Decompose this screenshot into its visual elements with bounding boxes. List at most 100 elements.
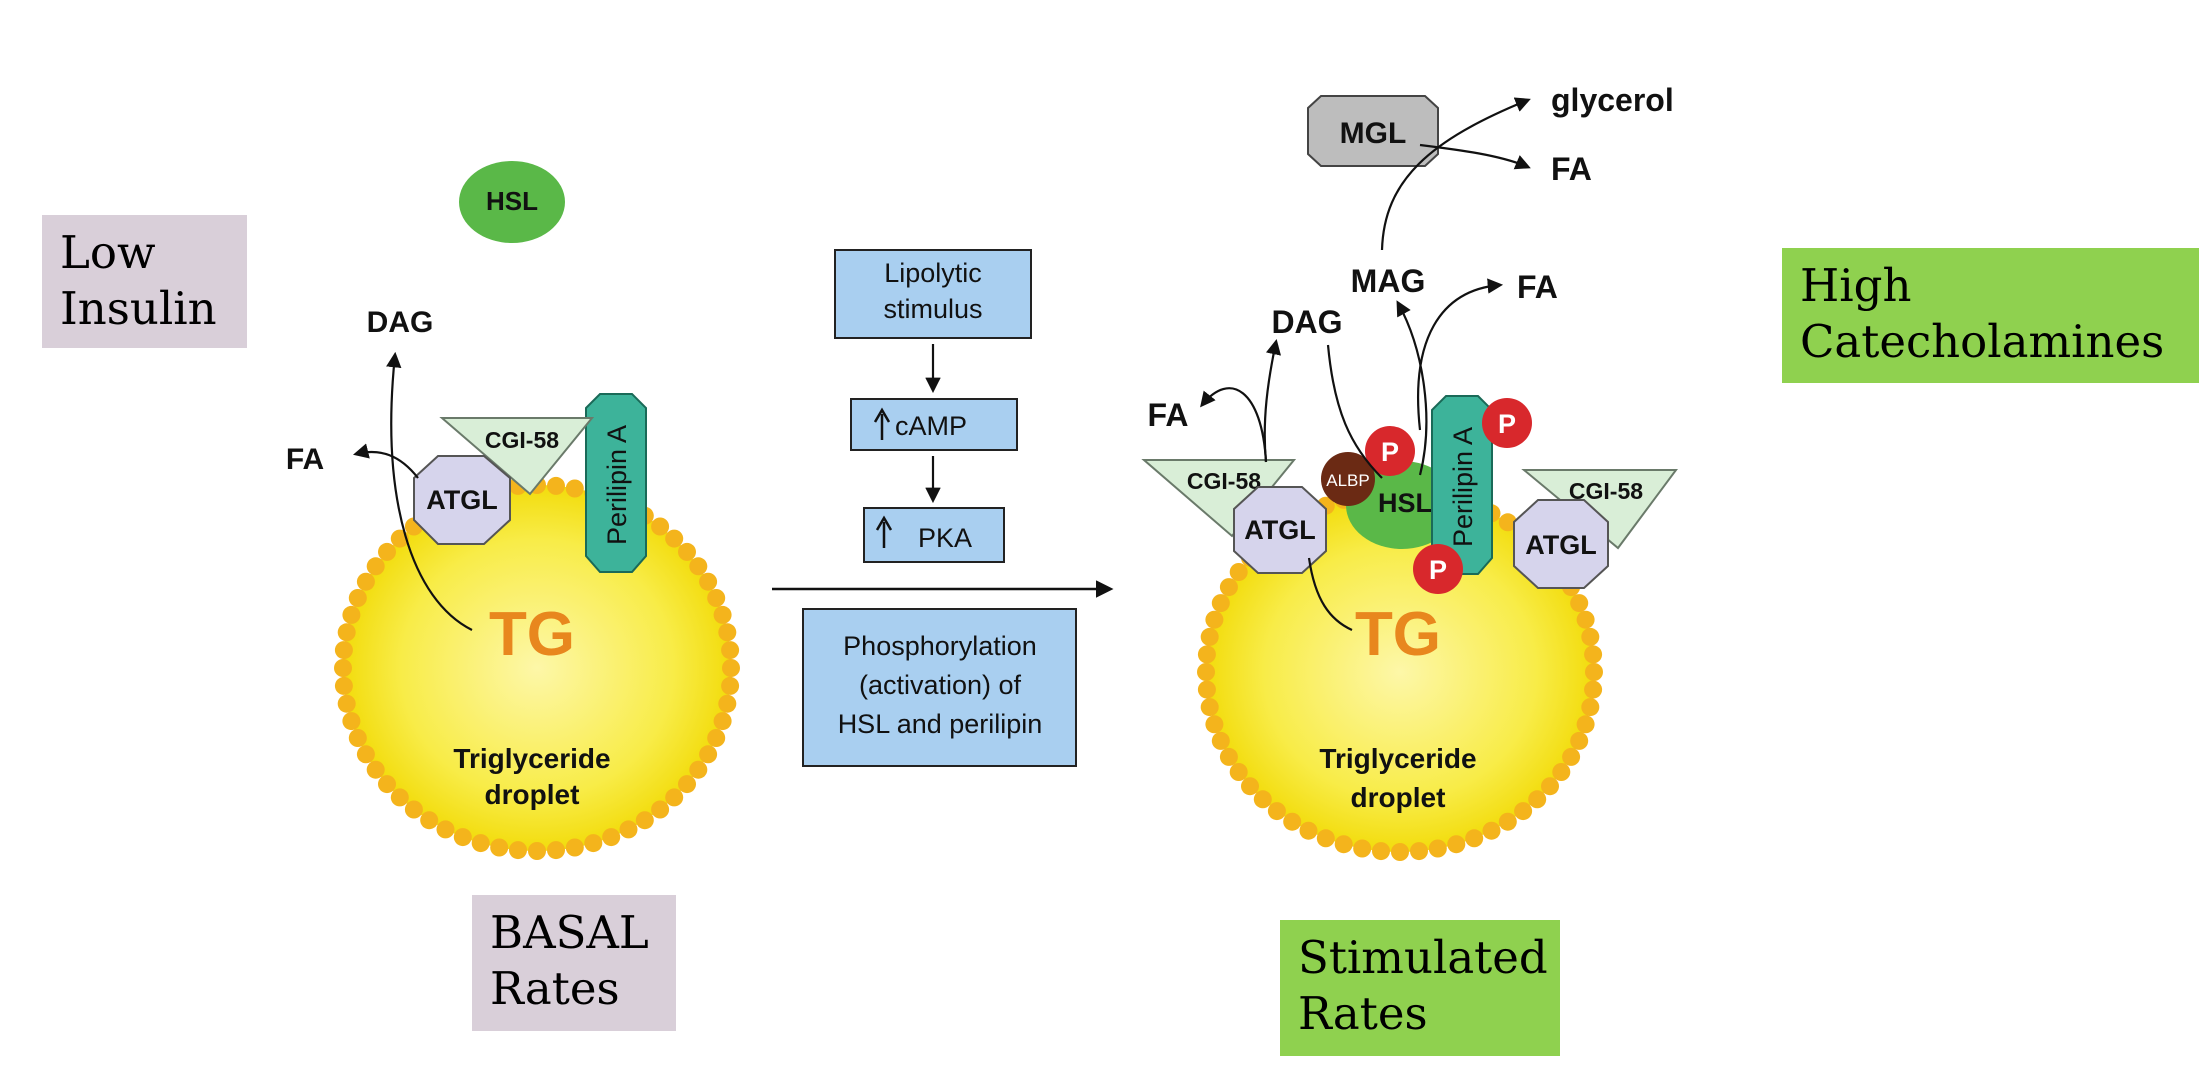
pathway-phospho-label-2: (activation) of <box>859 670 1022 700</box>
stim-phospholipid-bead <box>1498 513 1517 532</box>
low-insulin-label: Low Insulin <box>42 215 247 348</box>
pathway-box-pka <box>863 507 1005 563</box>
basal-phospholipid-bead <box>678 542 696 561</box>
basal-rates-label: BASAL Rates <box>472 895 676 1031</box>
basal-phospholipid-bead <box>584 834 603 853</box>
basal-phospholipid-bead <box>390 788 409 807</box>
pathway-phospho-label-1: Phosphorylation <box>843 631 1037 661</box>
stim-phospholipid-bead <box>1253 790 1272 809</box>
basal-phospholipid-bead <box>378 542 396 561</box>
basal-phospholipid-bead <box>699 572 718 591</box>
stim-phospholipid-bead <box>1428 839 1447 858</box>
stim-perilipin-label: Perilipin A <box>1448 427 1478 547</box>
stim-phospho-perilipin-bottom-label: P <box>1429 555 1447 585</box>
stim-phospho-hsl-label: P <box>1381 437 1399 467</box>
stim-phospholipid-bead <box>1581 627 1600 646</box>
pathway-phospho-label-3: HSL and perilipin <box>838 709 1043 739</box>
stim-phospholipid-bead <box>1576 610 1595 629</box>
basal-phospholipid-bead <box>678 775 696 794</box>
pathway-box-phosphorylation <box>802 608 1077 767</box>
stim-phospholipid-bead <box>1570 594 1589 613</box>
stim-cgi58-left-label: CGI-58 <box>1187 468 1261 494</box>
basal-phospholipid-bead <box>547 841 565 860</box>
stim-phospholipid-bead <box>1528 790 1547 809</box>
stim-fa-mag-label: FA <box>1517 269 1558 305</box>
basal-phospholipid-bead <box>509 841 527 860</box>
stim-fa-left-label: FA <box>1148 397 1189 433</box>
basal-cgi58: CGI-58 <box>439 417 595 496</box>
stim-atgl-right: ATGL <box>1513 499 1609 589</box>
basal-phospholipid-bead <box>721 641 740 660</box>
stim-phospholipid-bead <box>1372 842 1390 861</box>
stim-phospholipid-bead <box>1200 698 1219 717</box>
basal-phospholipid-bead <box>619 820 638 839</box>
pathway-stimulus-label-1: Lipolytic <box>884 258 982 288</box>
up-arrow-icon <box>875 515 893 548</box>
stim-phospholipid-bead <box>1482 821 1501 840</box>
pathway-pka-label: PKA <box>918 523 972 553</box>
stim-hsl-label: HSL <box>1378 488 1432 518</box>
basal-phospholipid-bead <box>366 760 385 779</box>
basal-perilipin: Perilipin A <box>585 393 647 573</box>
stim-phospholipid-bead <box>1334 835 1353 854</box>
stim-atgl-dag-arrow <box>1263 338 1281 463</box>
stim-perilipin: Perilipin A <box>1431 395 1493 575</box>
basal-phospholipid-bead <box>334 676 353 695</box>
stim-mgl-label: MGL <box>1340 117 1407 150</box>
basal-cgi58-label: CGI-58 <box>485 427 559 453</box>
stim-phospholipid-bead <box>1541 777 1559 796</box>
basal-perilipin-label: Perilipin A <box>602 425 632 545</box>
basal-phospholipid-bead <box>707 729 726 747</box>
basal-phospholipid-bead <box>356 572 375 591</box>
stim-phospholipid-bead <box>1229 563 1248 581</box>
basal-phospholipid-bead <box>665 529 684 548</box>
basal-phospholipid-bead <box>337 623 356 642</box>
stim-atgl-right-label: ATGL <box>1525 530 1596 560</box>
basal-phospholipid-bead <box>651 517 670 536</box>
stim-phospholipid-bead <box>1219 747 1238 766</box>
basal-phospholipid-bead <box>713 712 732 731</box>
stim-mgl-fa-arrow <box>1419 143 1531 170</box>
basal-phospholipid-bead <box>356 745 375 764</box>
basal-phospholipid-bead <box>348 729 367 747</box>
basal-droplet-body <box>343 485 731 851</box>
basal-phospholipid-bead <box>565 479 584 498</box>
stim-phospholipid-bead <box>1584 645 1603 664</box>
stim-atgl-left: ATGL <box>1233 486 1327 574</box>
stim-atgl-left-label: ATGL <box>1244 515 1315 545</box>
basal-phospholipid-bead <box>707 589 726 607</box>
basal-phospholipid-bead <box>453 828 472 847</box>
stim-mag-mgl-arrow <box>1380 97 1531 251</box>
pathway-camp-label: cAMP <box>895 411 967 441</box>
stim-phospholipid-bead <box>1585 663 1603 681</box>
stim-phospholipid-bead <box>1353 839 1372 858</box>
stimulated-panel: HSL TG Triglyceride droplet Perilipin A … <box>1141 82 1678 861</box>
stim-phospholipid-bead <box>1562 747 1581 766</box>
basal-phospholipid-bead <box>436 820 455 839</box>
stim-phospholipid-bead <box>1229 763 1248 781</box>
stim-phospholipid-bead <box>1410 842 1428 861</box>
stim-fa-left-arrow <box>1200 387 1268 463</box>
basal-phospholipid-bead <box>699 745 718 764</box>
basal-phospholipid-bead <box>420 811 439 830</box>
basal-phospholipid-bead <box>722 659 740 677</box>
stim-dag-label: DAG <box>1271 304 1342 340</box>
basal-phospholipid-bead <box>334 659 352 677</box>
stim-albp-label: ALBP <box>1326 471 1369 490</box>
stim-droplet-label-2: droplet <box>1351 782 1446 813</box>
stim-phospholipid-bead <box>1211 731 1230 750</box>
stim-phospholipid-bead <box>1197 663 1215 681</box>
stim-mgl: MGL <box>1307 95 1439 167</box>
stim-mag-label: MAG <box>1351 263 1426 299</box>
basal-phospholipid-bead <box>547 476 565 495</box>
basal-dag-label: DAG <box>367 306 434 339</box>
basal-phospholipid-bead <box>718 694 737 713</box>
stimulated-rates-label: Stimulated Rates <box>1280 920 1560 1056</box>
stim-phospholipid-bead <box>1316 829 1335 848</box>
basal-phospholipid-bead <box>565 838 584 857</box>
stim-phospholipid-bead <box>1581 698 1600 717</box>
stim-tg-label: TG <box>1355 600 1441 669</box>
basal-phospholipid-bead <box>342 605 361 624</box>
basal-phospholipid-bead <box>528 842 546 860</box>
up-arrow-icon <box>873 407 891 440</box>
